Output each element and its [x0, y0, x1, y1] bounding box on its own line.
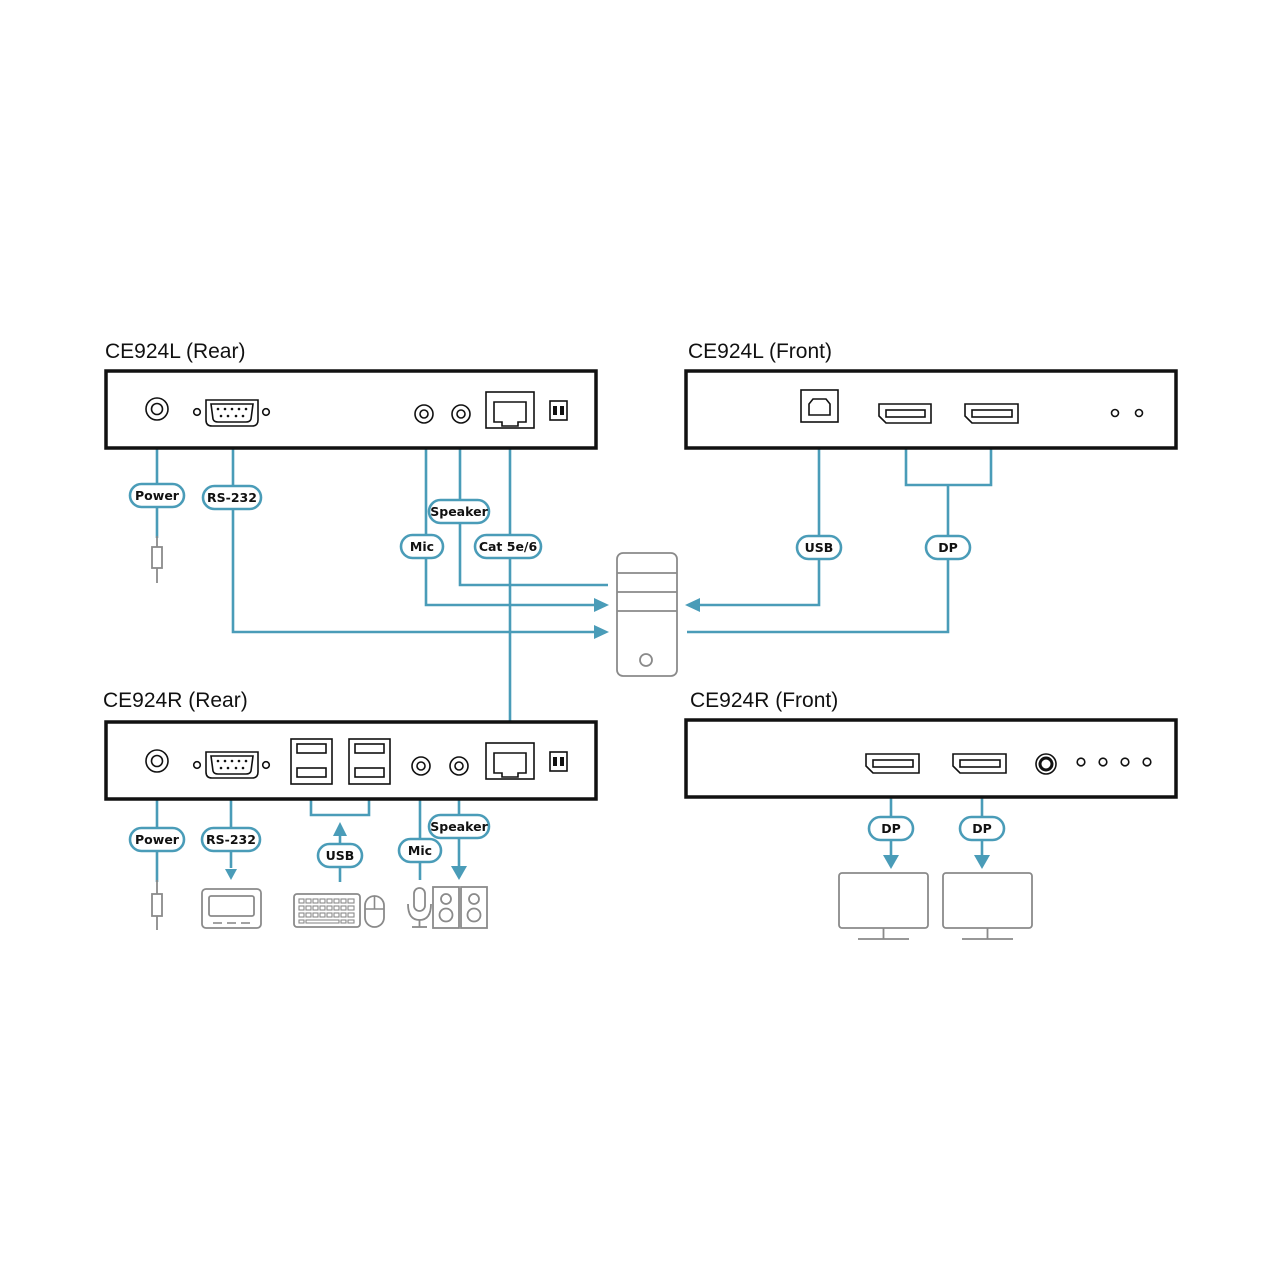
svg-text:RS-232: RS-232: [206, 832, 256, 847]
svg-text:Power: Power: [135, 832, 180, 847]
ce924r-rear-panel: [104, 720, 598, 801]
svg-text:Speaker: Speaker: [430, 504, 488, 519]
rj45-port: [485, 391, 535, 429]
usb-a-ports-1: [290, 738, 333, 785]
mouse-icon: [364, 895, 385, 928]
ce924r-front-panel: [684, 718, 1178, 799]
displayport-1: [878, 403, 932, 424]
mic-label: Mic: [399, 533, 445, 560]
computer-tower-icon: [616, 552, 678, 677]
svg-text:DP: DP: [881, 821, 901, 836]
rs232-label: RS-232: [201, 484, 263, 511]
power-plug-icon: [151, 536, 163, 583]
ce924l-rear-panel: [104, 369, 598, 450]
svg-text:Power: Power: [135, 488, 180, 503]
displayport-1: [865, 753, 920, 774]
svg-text:DP: DP: [972, 821, 992, 836]
svg-text:Mic: Mic: [410, 539, 434, 554]
speaker-label: Speaker: [427, 813, 491, 840]
led-indicator: [1120, 757, 1130, 767]
usb-a-ports-2: [348, 738, 391, 785]
rs232-port: [192, 751, 271, 779]
led-indicator: [1098, 757, 1108, 767]
displayport-2: [964, 403, 1019, 424]
rs232-port: [192, 399, 271, 427]
dp-label: DP: [924, 534, 972, 561]
monitor-icon: [942, 872, 1033, 940]
speaker-icon: [432, 886, 460, 929]
rs232-terminal-icon: [201, 888, 262, 929]
svg-text:DP: DP: [938, 540, 958, 555]
ce924l-rear-title: CE924L (Rear): [105, 340, 245, 363]
rs232-label: RS-232: [200, 826, 262, 853]
usb-label: USB: [795, 534, 843, 561]
dp-label: DP: [867, 815, 915, 842]
dip-switch: [549, 751, 568, 772]
cat-cable-label: Cat 5e/6: [473, 533, 543, 560]
svg-text:Cat 5e/6: Cat 5e/6: [479, 539, 538, 554]
svg-text:USB: USB: [805, 540, 834, 555]
led-indicator: [1134, 408, 1144, 418]
usb-b-port: [800, 389, 839, 423]
dp-label: DP: [958, 815, 1006, 842]
microphone-icon: [407, 887, 432, 928]
power-label: Power: [128, 482, 186, 509]
mic-label: Mic: [397, 837, 443, 864]
ce924l-front-title: CE924L (Front): [688, 340, 832, 363]
svg-text:Mic: Mic: [408, 843, 432, 858]
led-indicator: [1110, 408, 1120, 418]
ce924r-front-title: CE924R (Front): [690, 689, 838, 712]
svg-text:RS-232: RS-232: [207, 490, 257, 505]
ce924l-front-panel: [684, 369, 1178, 450]
usb-label: USB: [316, 842, 364, 869]
ce924r-rear-title: CE924R (Rear): [103, 689, 248, 712]
svg-text:USB: USB: [326, 848, 355, 863]
svg-text:Speaker: Speaker: [430, 819, 488, 834]
dip-switch: [549, 400, 568, 421]
displayport-2: [952, 753, 1007, 774]
power-label: Power: [128, 826, 186, 853]
led-indicator: [1076, 757, 1086, 767]
arrowheads: [224, 428, 998, 880]
rj45-port: [485, 742, 535, 780]
speaker-icon: [460, 886, 488, 929]
speaker-label: Speaker: [427, 498, 491, 525]
wires: [155, 425, 993, 882]
led-indicator: [1142, 757, 1152, 767]
power-plug-icon: [151, 880, 163, 930]
monitor-icon: [838, 872, 929, 940]
keyboard-icon: [293, 893, 361, 928]
